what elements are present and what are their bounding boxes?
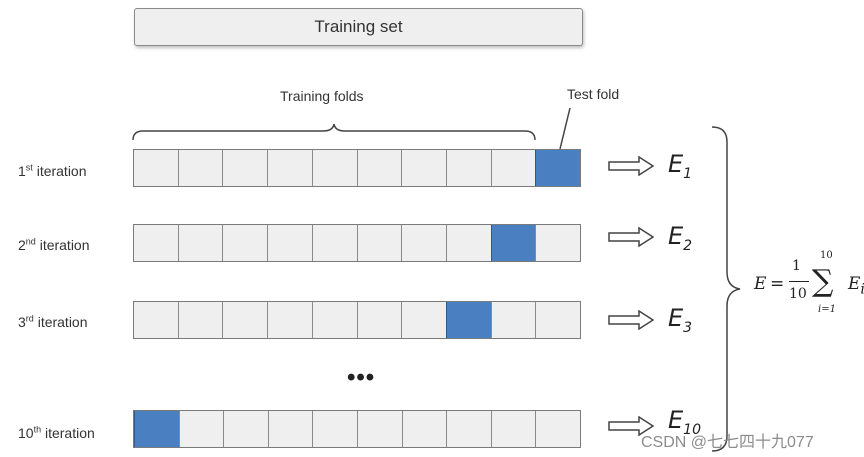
- fold-row-iteration-2: [133, 224, 581, 262]
- training-fold-cell: [267, 302, 312, 338]
- error-subscript: 3: [683, 319, 693, 336]
- row-label-iteration-3: 3rd iteration: [18, 314, 88, 330]
- row-number: 3: [18, 314, 26, 330]
- training-fold-cell: [356, 150, 402, 186]
- test-fold-cell: [445, 302, 491, 338]
- formula-sum-upper-limit: 10: [820, 250, 833, 261]
- row-word: iteration: [32, 163, 87, 179]
- formula-fraction-denominator: 10: [789, 286, 807, 302]
- row-label-iteration-10: 10th iteration: [18, 425, 95, 441]
- training-fold-cell: [311, 225, 357, 261]
- training-fold-cell: [267, 225, 312, 261]
- error-subscript: 2: [683, 237, 693, 254]
- training-fold-cell: [490, 302, 536, 338]
- training-fold-cell: [134, 225, 178, 261]
- training-fold-cell: [535, 225, 581, 261]
- training-fold-cell: [222, 225, 268, 261]
- row-word: iteration: [35, 237, 90, 253]
- training-fold-cell: [356, 302, 402, 338]
- formula-sum-lower-limit: i=1: [818, 304, 836, 315]
- training-fold-cell: [401, 411, 447, 447]
- row-word: iteration: [41, 425, 95, 441]
- training-fold-cell: [535, 411, 580, 447]
- row-ordinal-suffix: nd: [25, 236, 36, 247]
- training-fold-cell: [535, 302, 581, 338]
- row-word: iteration: [33, 314, 88, 330]
- training-set-label: Training set: [314, 17, 403, 36]
- test-fold-cell: [490, 225, 536, 261]
- training-fold-cell: [177, 225, 223, 261]
- training-fold-cell: [311, 302, 357, 338]
- formula-term-subscript: i: [860, 281, 864, 297]
- row-ordinal-suffix: st: [25, 162, 33, 173]
- errors-brace: [711, 126, 741, 452]
- error-label-2: E2: [668, 222, 692, 254]
- formula-lhs: E: [754, 274, 767, 294]
- training-fold-cell: [490, 411, 536, 447]
- watermark: CSDN @七七四十九077: [641, 434, 814, 451]
- training-fold-cell: [445, 150, 491, 186]
- training-fold-cell: [490, 150, 536, 186]
- training-fold-cell: [222, 302, 268, 338]
- arrow-icon: [608, 416, 654, 436]
- training-fold-cell: [134, 150, 178, 186]
- error-symbol: E: [668, 222, 684, 250]
- error-label-1: E1: [668, 150, 692, 182]
- arrow-icon: [608, 227, 654, 247]
- test-fold-cell: [535, 150, 581, 186]
- test-fold-cell: [134, 411, 179, 447]
- training-fold-cell: [356, 225, 402, 261]
- row-number: 1: [18, 163, 26, 179]
- training-fold-cell: [311, 150, 357, 186]
- training-fold-cell: [134, 302, 178, 338]
- training-fold-cell: [222, 150, 268, 186]
- error-symbol: E: [668, 406, 684, 434]
- error-label-10: E10: [668, 406, 701, 438]
- training-fold-cell: [223, 411, 268, 447]
- formula-fraction-bar: [789, 281, 809, 282]
- ellipsis: •••: [347, 364, 376, 391]
- training-fold-cell: [267, 411, 313, 447]
- error-symbol: E: [668, 304, 684, 332]
- formula-term-symbol: E: [848, 274, 861, 294]
- row-ordinal-suffix: rd: [25, 313, 34, 324]
- error-subscript: 10: [683, 421, 701, 438]
- training-fold-cell: [401, 302, 446, 338]
- row-number: 10: [18, 425, 34, 441]
- arrow-icon: [608, 156, 654, 176]
- formula-term: Ei: [848, 274, 864, 297]
- row-number: 2: [18, 237, 26, 253]
- training-fold-cell: [401, 150, 446, 186]
- training-fold-cell: [356, 411, 402, 447]
- training-fold-cell: [445, 225, 491, 261]
- formula-sum-symbol: ∑: [812, 264, 834, 299]
- training-fold-cell: [177, 302, 223, 338]
- training-fold-cell: [177, 150, 223, 186]
- error-label-3: E3: [668, 304, 692, 336]
- test-fold-pointer: [559, 107, 571, 150]
- training-fold-cell: [178, 411, 224, 447]
- training-fold-cell: [267, 150, 312, 186]
- formula-equals: =: [770, 274, 785, 294]
- row-label-iteration-1: 1st iteration: [18, 163, 87, 179]
- training-folds-brace: [132, 123, 536, 141]
- training-fold-cell: [312, 411, 357, 447]
- fold-row-iteration-1: [133, 149, 581, 187]
- error-symbol: E: [668, 150, 684, 178]
- training-folds-label: Training folds: [280, 88, 364, 104]
- training-set-box: Training set: [134, 8, 583, 46]
- training-fold-cell: [446, 411, 491, 447]
- fold-row-iteration-3: [133, 301, 581, 339]
- row-ordinal-suffix: th: [33, 424, 42, 435]
- row-label-iteration-2: 2nd iteration: [18, 237, 90, 253]
- fold-row-iteration-10: [133, 410, 581, 448]
- error-subscript: 1: [683, 165, 693, 182]
- training-fold-cell: [401, 225, 446, 261]
- arrow-icon: [608, 310, 654, 330]
- test-fold-label: Test fold: [567, 86, 620, 102]
- formula-fraction-numerator: 1: [792, 258, 801, 274]
